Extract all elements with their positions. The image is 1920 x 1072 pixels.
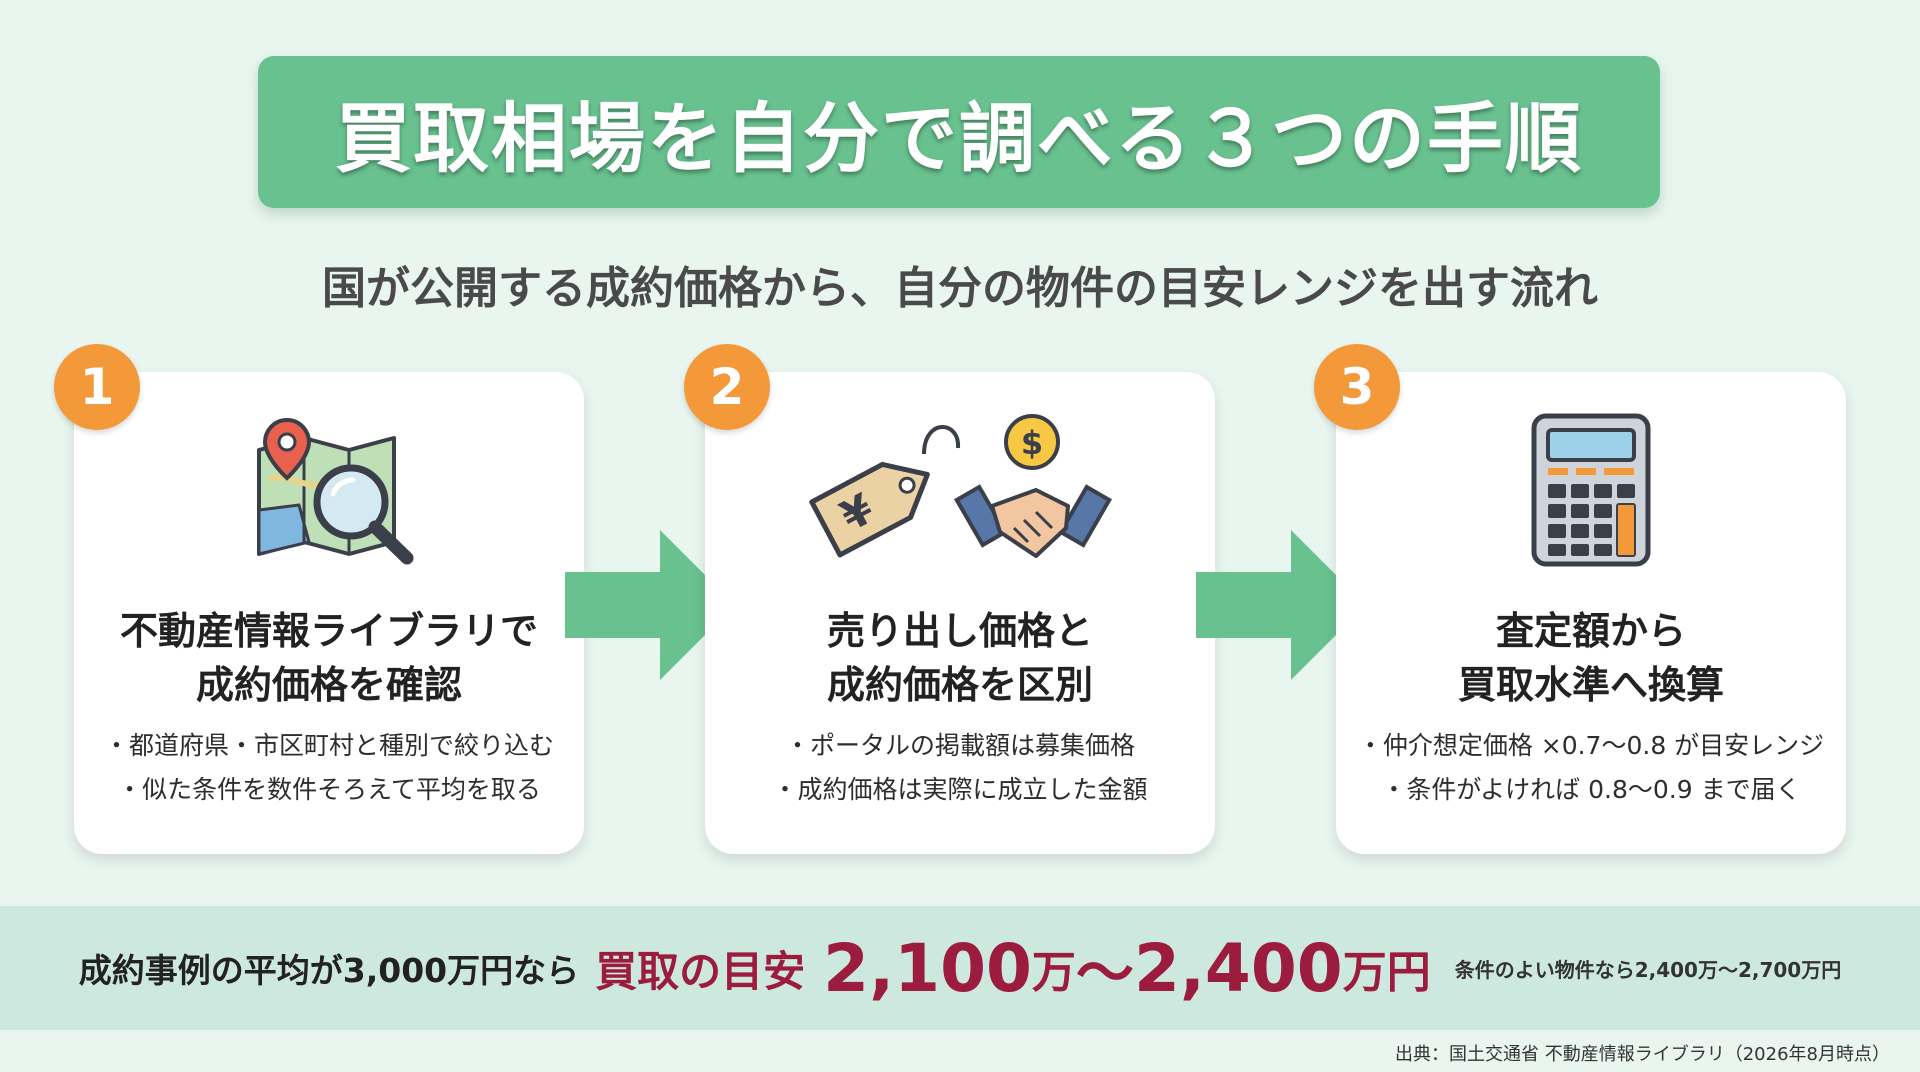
step-bullets: ・ポータルの掲載額は募集価格 ・成約価格は実際に成立した金額 <box>705 724 1215 812</box>
bullet-item: ・仲介想定価格 ×0.7〜0.8 が目安レンジ <box>1357 731 1825 760</box>
step-card-3: 査定額から 買取水準へ換算 ・仲介想定価格 ×0.7〜0.8 が目安レンジ ・条… <box>1336 372 1846 854</box>
price-tag-handshake-icon: ¥ $ <box>705 410 1215 570</box>
title-banner: 買取相場を自分で調べる３つの手順 <box>258 56 1660 208</box>
step-number-badge-2: 2 <box>684 344 770 430</box>
right-arrow-icon <box>1196 530 1366 680</box>
summary-label: 買取の目安 <box>595 946 806 996</box>
step-heading: 不動産情報ライブラリで 成約価格を確認 <box>119 609 538 707</box>
summary-lead: 成約事例の平均が3,000万円なら <box>78 951 580 990</box>
calculator-icon <box>1336 410 1846 570</box>
step-bullets: ・都道府県・市区町村と種別で絞り込む ・似た条件を数件そろえて平均を取る <box>74 724 584 812</box>
map-search-icon <box>74 410 584 570</box>
summary-line: 成約事例の平均が3,000万円なら 買取の目安 2,100 万 〜 2,400 … <box>0 906 1920 1030</box>
source-citation: 出典：国土交通省 不動産情報ライブラリ（2026年8月時点） <box>1395 1044 1890 1065</box>
step-bullets: ・仲介想定価格 ×0.7〜0.8 が目安レンジ ・条件がよければ 0.8〜0.9… <box>1336 724 1846 812</box>
range-low-value: 2,100 <box>823 929 1032 1007</box>
range-low-unit: 万 <box>1031 947 1076 998</box>
bullet-item: ・似た条件を数件そろえて平均を取る <box>117 775 541 804</box>
page-title: 買取相場を自分で調べる３つの手順 <box>335 94 1583 183</box>
right-arrow-icon <box>565 530 735 680</box>
range-high-value: 2,400 <box>1133 929 1343 1007</box>
bullet-item: ・ポータルの掲載額は募集価格 <box>784 731 1135 760</box>
dollar-symbol: $ <box>1021 424 1043 462</box>
bullet-item: ・成約価格は実際に成立した金額 <box>772 775 1148 804</box>
summary-band <box>0 906 1920 1030</box>
bullet-item: ・条件がよければ 0.8〜0.9 まで届く <box>1381 775 1801 804</box>
step-number-badge-1: 1 <box>54 344 140 430</box>
step-heading: 査定額から 買取水準へ換算 <box>1457 609 1724 707</box>
page-subtitle: 国が公開する成約価格から、自分の物件の目安レンジを出す流れ <box>322 263 1598 314</box>
range-high-unit: 万円 <box>1342 947 1431 998</box>
step-card-1: 不動産情報ライブラリで 成約価格を確認 ・都道府県・市区町村と種別で絞り込む ・… <box>74 372 584 854</box>
range-tilde: 〜 <box>1075 939 1134 1007</box>
step-heading: 売り出し価格と 成約価格を区別 <box>826 609 1093 707</box>
summary-note: 条件のよい物件なら2,400万〜2,700万円 <box>1454 957 1842 982</box>
step-card-2: ¥ $ 売り出し価格と 成約価格を区別 ・ポータルの掲載額は募集価格 ・成約価格… <box>705 372 1215 854</box>
bullet-item: ・都道府県・市区町村と種別で絞り込む <box>103 731 554 760</box>
step-number-badge-3: 3 <box>1314 344 1400 430</box>
